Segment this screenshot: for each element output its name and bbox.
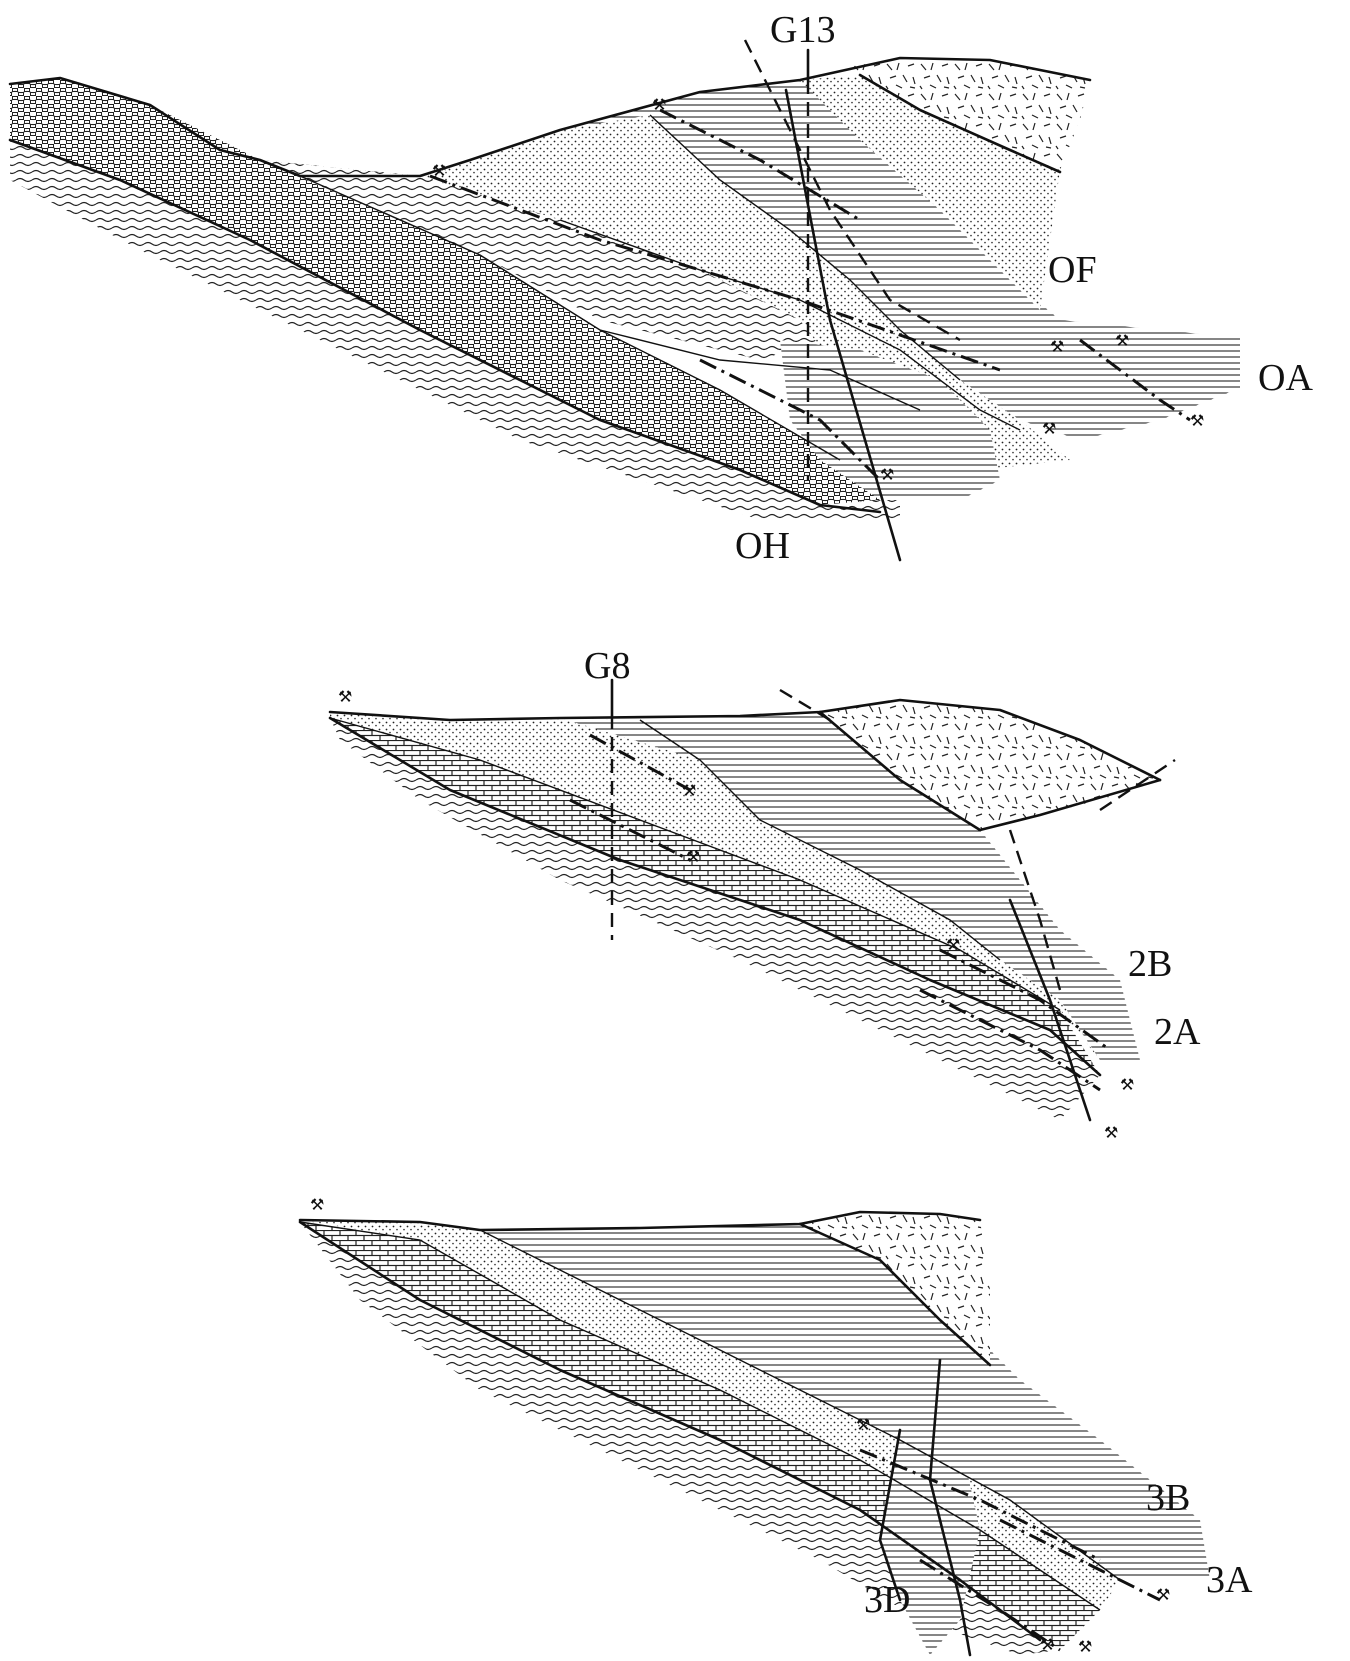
sample-site-markers: ⚒ ⚒ ⚒ ⚒ ⚒ ⚒ ⚒ ⚒ ⚒ ⚒ ⚒ ⚒ ⚒ ⚒ ⚒ ⚒ ⚒ ⚒ (310, 95, 1204, 1656)
hammer-icon: ⚒ (946, 935, 960, 954)
fold-core-s1 (780, 340, 1000, 500)
unit-label-2B: 2B (1128, 943, 1172, 985)
hammer-icon: ⚒ (1190, 411, 1204, 430)
sandstone-OF-zone (800, 75, 1060, 310)
hammer-icon: ⚒ (432, 161, 446, 180)
shale-unit-s2 (560, 712, 1140, 1060)
wavy-shale-unit-s3 (300, 1222, 1060, 1655)
unit-label-OA: OA (1258, 357, 1313, 399)
hammer-icon: ⚒ (686, 847, 700, 866)
wavy-shale-unit-s1 (10, 140, 900, 520)
shale-unit-OA (560, 80, 1240, 440)
hammer-icon: ⚒ (1104, 1123, 1118, 1142)
sandstone-unit-s2 (330, 712, 1100, 1060)
fault-line-s2 (1008, 898, 1092, 1122)
unit-label-OF: OF (1048, 249, 1097, 291)
hammer-icon: ⚒ (1115, 331, 1129, 350)
unit-label-3D: 3D (864, 1579, 910, 1621)
limestone-unit-s2 (330, 718, 1100, 1075)
hammer-icon: ⚒ (1040, 1635, 1054, 1654)
wavy-upper-unit-s1 (260, 160, 820, 360)
shale-unit-s3 (480, 1224, 1210, 1580)
hammer-icon: ⚒ (338, 687, 352, 706)
unit-label-OH: OH (735, 525, 790, 567)
section-3 (298, 1210, 1210, 1657)
hammer-icon: ⚒ (1050, 337, 1064, 356)
fault-line-s1-b (743, 39, 961, 342)
hammer-icon: ⚒ (880, 465, 894, 484)
hammer-icon: ⚒ (1042, 419, 1056, 438)
hammer-icon: ⚒ (652, 95, 666, 114)
limestone-unit-s3 (300, 1222, 1100, 1650)
unit-label-2A: 2A (1154, 1011, 1201, 1053)
hammer-icon: ⚒ (1078, 1637, 1092, 1656)
wavy-shale-unit-s2 (330, 718, 1100, 1120)
volcanic-cap-s2 (820, 700, 1160, 830)
borehole-label-G8: G8 (584, 645, 630, 687)
hammer-icon: ⚒ (1156, 1585, 1170, 1604)
hammer-icon: ⚒ (1120, 1075, 1134, 1094)
borehole-label-G13: G13 (770, 9, 835, 51)
unit-label-3A: 3A (1206, 1559, 1253, 1601)
volcanic-cap-OF (820, 58, 1090, 170)
hammer-icon: ⚒ (856, 1415, 870, 1434)
fault-line-s3 (928, 1358, 972, 1657)
fault-line-s1-a (784, 88, 902, 562)
unit-label-3B: 3B (1146, 1477, 1190, 1519)
hammer-icon: ⚒ (310, 1195, 324, 1214)
limestone-unit-s1 (10, 78, 880, 505)
section-2 (328, 678, 1176, 1122)
hammer-icon: ⚒ (682, 781, 696, 800)
volcanic-cap-s3 (800, 1212, 990, 1365)
section-1 (8, 39, 1240, 562)
